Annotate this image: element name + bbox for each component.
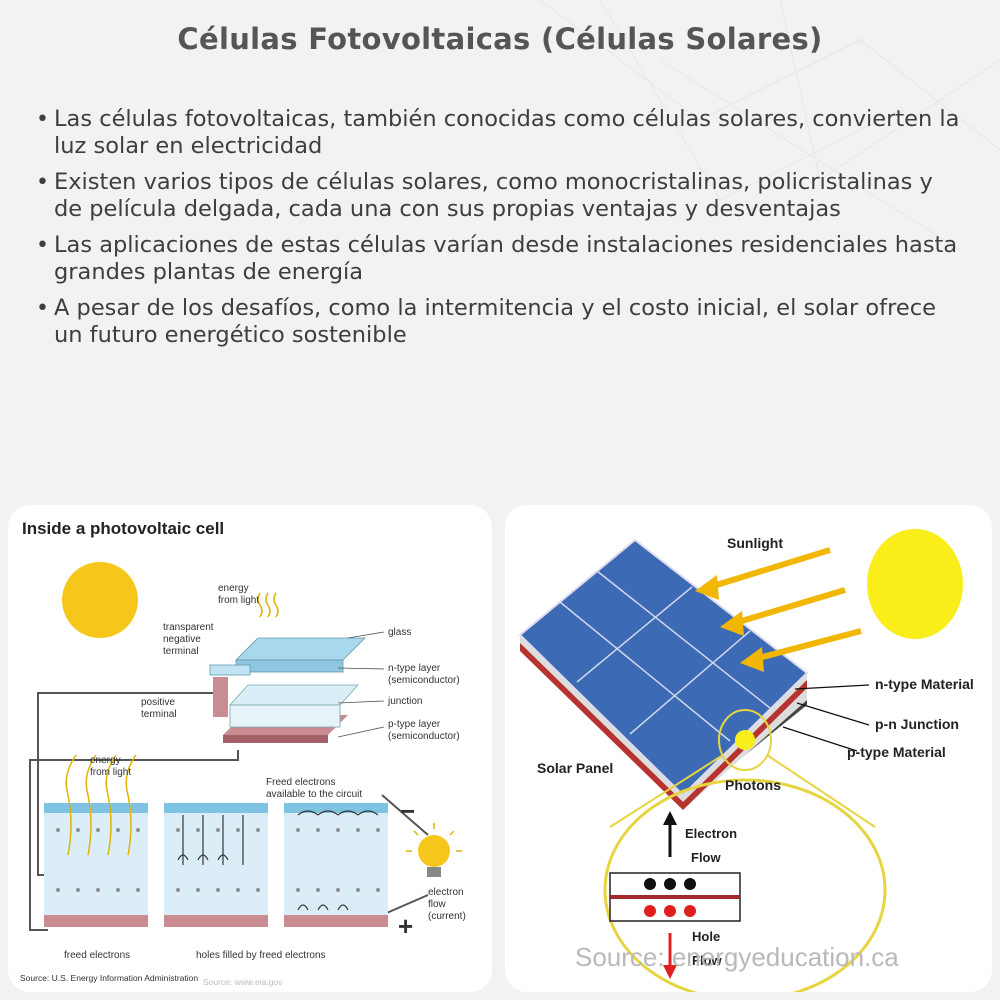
- label-solar-panel: Solar Panel: [537, 760, 613, 776]
- bullet-item: Las células fotovoltaicas, también conoc…: [36, 106, 966, 160]
- label-energy-top: energy: [218, 583, 249, 594]
- page-title: Células Fotovoltaicas (Células Solares): [177, 22, 823, 56]
- label-holes-filled: holes filled by freed electrons: [196, 950, 326, 961]
- label-hole-flow: Flow: [692, 953, 722, 968]
- label-electron-flow: electron: [428, 887, 464, 898]
- label-negative-terminal: negative: [163, 634, 201, 645]
- source-web-text: Source: www.eia.gov: [203, 977, 283, 987]
- label-negative-terminal: terminal: [163, 646, 199, 657]
- source-watermark: Source: energyeducation.ca: [575, 942, 899, 972]
- label-glass: glass: [388, 627, 411, 638]
- sunlight-arrows: [695, 547, 862, 672]
- bullet-list: Las células fotovoltaicas, también conoc…: [36, 106, 966, 358]
- bullet-item: Existen varios tipos de células solares,…: [36, 169, 966, 223]
- label-electron-flow: (current): [428, 911, 466, 922]
- label-ptype: (semiconductor): [388, 731, 460, 742]
- label-ntype: n-type layer: [388, 663, 441, 674]
- sun-icon: [62, 562, 138, 638]
- bullet-item: A pesar de los desafíos, como la intermi…: [36, 295, 966, 349]
- label-electron-flow: Electron: [685, 826, 737, 841]
- lightbulb-icon: [406, 823, 462, 877]
- zoom-circle: [603, 778, 887, 992]
- cell-stack-illustration: [209, 592, 366, 743]
- label-energy-top: from light: [218, 595, 259, 606]
- pv-cell-diagram-card: Inside a photovoltaic cell energy from l…: [8, 505, 492, 992]
- label-ptype: p-type layer: [388, 719, 441, 730]
- bullet-item: Las aplicaciones de estas células varían…: [36, 232, 966, 286]
- label-ntype: (semiconductor): [388, 675, 460, 686]
- label-ntype-material: n-type Material: [875, 676, 974, 692]
- label-positive-terminal: positive: [141, 697, 175, 708]
- plus-sign: +: [398, 911, 413, 941]
- label-electron-flow: Flow: [691, 850, 721, 865]
- label-junction: junction: [387, 696, 422, 707]
- label-freed-electrons: freed electrons: [64, 950, 130, 961]
- source-text: Source: U.S. Energy Information Administ…: [20, 973, 198, 983]
- label-hole-flow: Hole: [692, 929, 720, 944]
- label-ptype-material: p-type Material: [847, 744, 946, 760]
- minus-sign: −: [400, 796, 415, 826]
- label-photons: Photons: [725, 777, 781, 793]
- label-freed-available: available to the circuit: [266, 789, 362, 800]
- label-positive-terminal: terminal: [141, 709, 177, 720]
- label-sunlight: Sunlight: [727, 535, 783, 551]
- label-freed-available: Freed electrons: [266, 777, 335, 788]
- label-energy-bottom: energy: [90, 755, 121, 766]
- diagram-heading: Inside a photovoltaic cell: [22, 519, 224, 538]
- cell-panels-illustration: [44, 754, 388, 927]
- label-pn-junction: p-n Junction: [875, 716, 959, 732]
- label-energy-bottom: from light: [90, 767, 131, 778]
- solar-panel-diagram-card: Sunlight n-type Material p-n Junction p-…: [505, 505, 992, 992]
- label-negative-terminal: transparent: [163, 622, 214, 633]
- junction-detail: [609, 811, 741, 979]
- sun-icon: [867, 529, 963, 639]
- solar-panel-illustration: [518, 538, 809, 810]
- photon-burst-icon: [735, 730, 755, 750]
- label-electron-flow: flow: [428, 899, 447, 910]
